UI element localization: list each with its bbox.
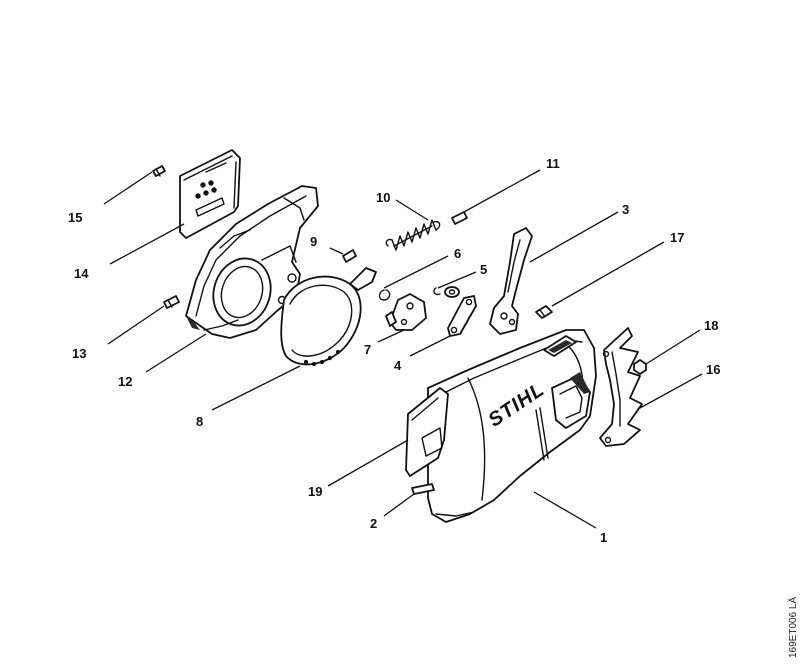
callout-19: 19: [308, 484, 322, 499]
callout-1: 1: [600, 530, 607, 545]
part-11-pin: [451, 211, 468, 225]
callout-2: 2: [370, 516, 377, 531]
callout-18: 18: [704, 318, 718, 333]
callout-5: 5: [480, 262, 487, 277]
part-7-bell-crank: [385, 293, 427, 331]
callout-4: 4: [394, 358, 402, 373]
part-3-lever: [489, 227, 533, 335]
part-1-sprocket-cover: STIHL: [427, 329, 597, 523]
part-13-screw: [163, 295, 180, 309]
callout-7: 7: [364, 342, 371, 357]
callout-16: 16: [706, 362, 720, 377]
part-16-spiked-bumper: [599, 327, 643, 447]
part-10-tension-spring: [385, 219, 441, 251]
part-17-screw: [535, 305, 553, 319]
callout-17: 17: [670, 230, 684, 245]
part-8-brake-band: [280, 267, 377, 367]
part-5-washer: [433, 286, 460, 298]
callout-15: 15: [68, 210, 82, 225]
callout-13: 13: [72, 346, 86, 361]
callout-6: 6: [454, 246, 461, 261]
leader-lines: [103, 169, 703, 529]
callout-12: 12: [118, 374, 132, 389]
callout-labels: 15 14 13 12 8 9 10 11 6 5 7 4 3 17 18 16…: [68, 156, 720, 545]
callout-9: 9: [310, 234, 317, 249]
callout-3: 3: [622, 202, 629, 217]
drawing-code: 169ET006 LÄ: [787, 597, 799, 658]
callout-10: 10: [376, 190, 390, 205]
part-18-nut: [633, 359, 647, 375]
callout-14: 14: [74, 266, 89, 281]
callout-8: 8: [196, 414, 203, 429]
part-4-link: [447, 295, 477, 337]
part-9-pin: [342, 249, 357, 263]
part-14-guide-plate: [179, 149, 241, 239]
part-15-screw: [152, 165, 166, 177]
part-2-pin: [411, 483, 435, 495]
part-19-plate: [405, 387, 449, 477]
part-6-e-clip: [378, 289, 391, 301]
callout-11: 11: [546, 156, 560, 171]
